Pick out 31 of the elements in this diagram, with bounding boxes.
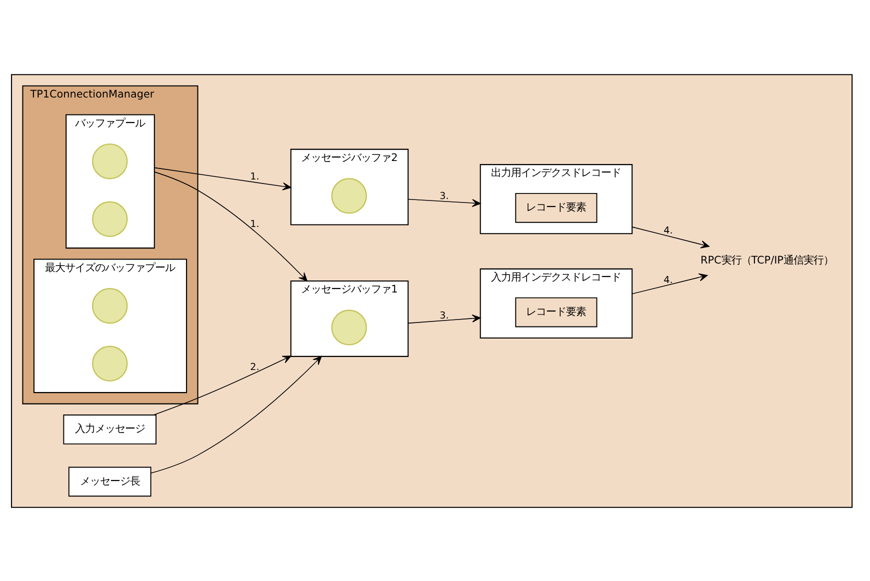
edge-label: 4. — [664, 224, 673, 236]
edge-label: 4. — [664, 274, 673, 286]
cluster — [10, 74, 853, 508]
arrow — [408, 314, 481, 324]
cluster: メッセージバッファ2 — [290, 148, 409, 225]
arrow — [154, 166, 292, 190]
edge-label: 3. — [440, 190, 449, 202]
arrow — [150, 356, 322, 474]
arrow — [154, 171, 308, 281]
cluster: 最大サイズのバッファプール — [33, 258, 188, 393]
arrow — [153, 355, 292, 415]
node-circle — [92, 345, 128, 382]
node-circle — [331, 178, 367, 214]
cluster: メッセージバッファ1 — [290, 280, 409, 356]
edge-label: 1. — [250, 170, 260, 182]
node-text: RPC実行（TCP/IP通信実行） — [700, 254, 834, 266]
node-circle — [92, 142, 128, 179]
edge-label: 1. — [250, 218, 260, 230]
node-circle — [92, 287, 128, 324]
edge-label: 2. — [250, 361, 260, 372]
node-circle — [331, 309, 367, 345]
node-box: レコード要素 — [515, 192, 598, 222]
node-circle — [92, 200, 128, 236]
arrow — [632, 226, 710, 248]
edge-label: 3. — [440, 310, 449, 321]
node-box: 入力メッセージ — [63, 414, 156, 444]
node-box: レコード要素 — [515, 296, 598, 327]
node-box: メッセージ長 — [68, 466, 152, 496]
cluster: バッファプール — [66, 114, 155, 248]
arrow — [632, 272, 708, 294]
arrow — [408, 198, 481, 207]
